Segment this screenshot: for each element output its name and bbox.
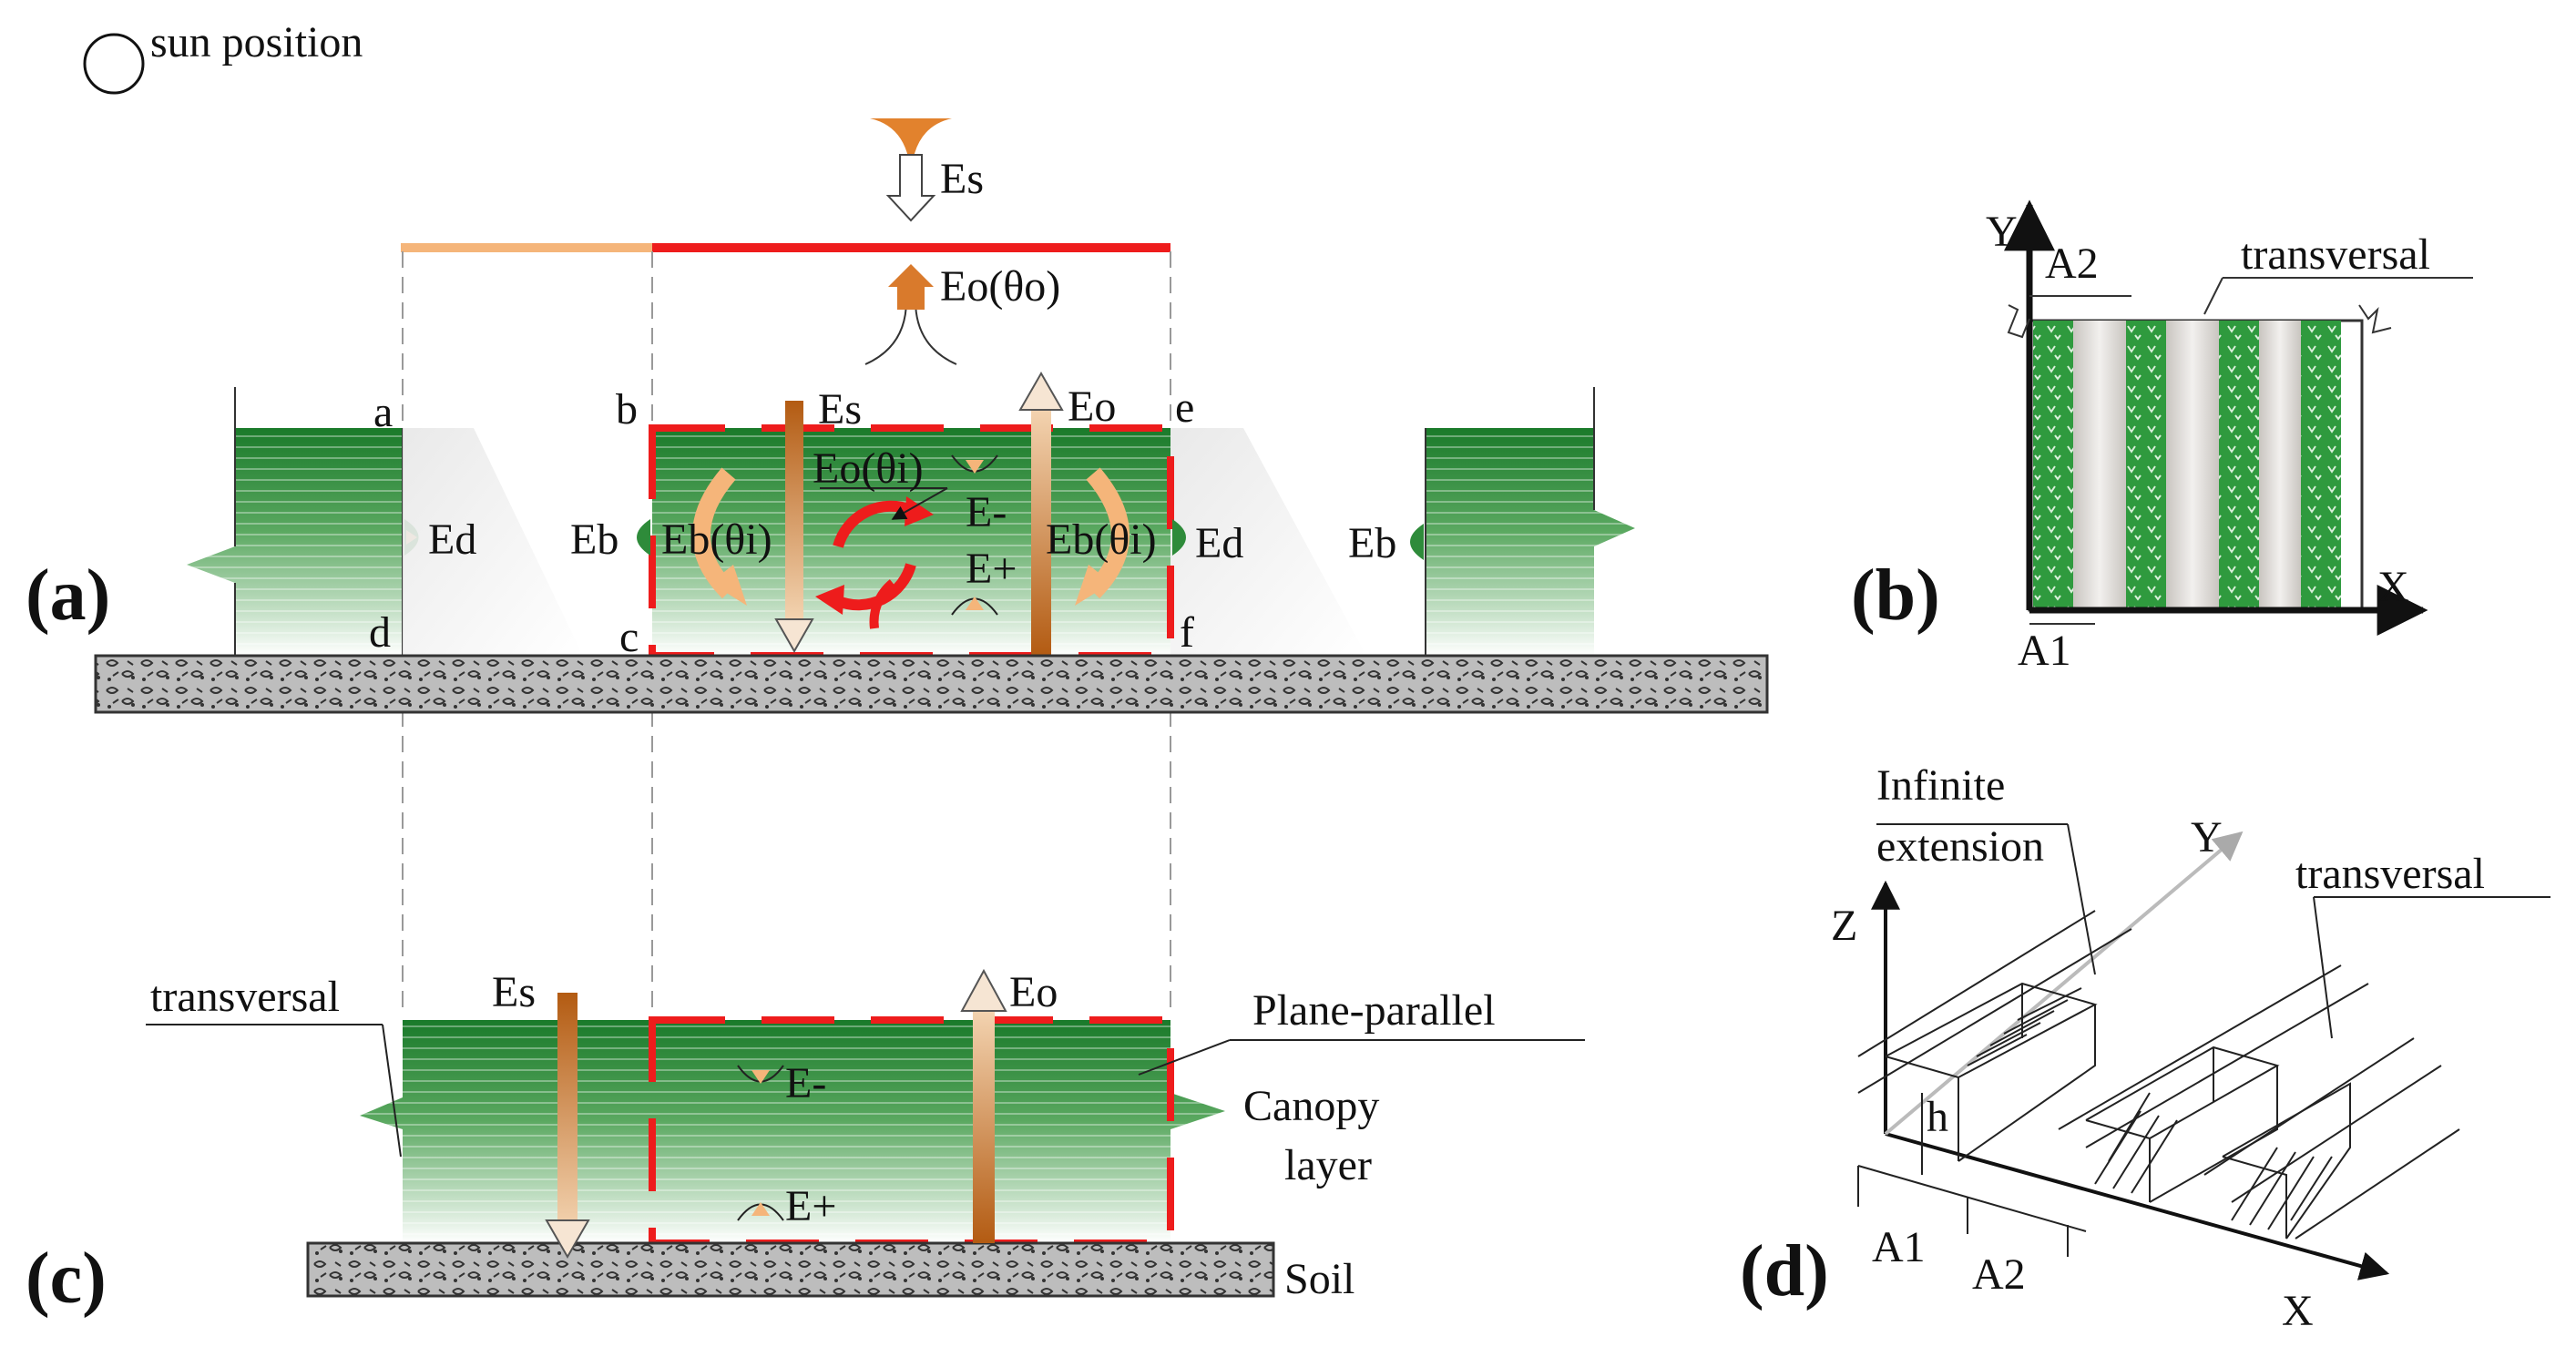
x-axis-label-b: X	[2377, 563, 2409, 611]
infinite-label: Infinite	[1876, 761, 2005, 810]
canopy-block-center	[637, 424, 1186, 659]
ed-left-label: Ed	[428, 515, 476, 564]
soil-label: Soil	[1284, 1255, 1354, 1303]
corner-b: b	[616, 385, 638, 434]
outgoing-eo-funnel: Eo(θo)	[864, 262, 1060, 365]
transversal-label-b: transversal	[2241, 230, 2430, 279]
corner-e: e	[1175, 383, 1194, 432]
incoming-solar-funnel: Es	[870, 118, 984, 222]
sun-legend: sun position	[83, 18, 363, 95]
panel-c-label: (c)	[26, 1239, 107, 1319]
eo-arrow-c	[973, 1011, 995, 1243]
y-axis-label-b: Y	[1986, 208, 2018, 256]
corner-d: d	[369, 608, 391, 657]
layer-label: layer	[1284, 1141, 1372, 1189]
row-strip	[2219, 321, 2259, 610]
incoming-es-label: Es	[940, 155, 984, 203]
outgoing-eo-theta-label: Eo(θo)	[940, 262, 1060, 311]
eo-label-c: Eo	[1009, 968, 1058, 1016]
corner-f: f	[1180, 608, 1194, 657]
y-axis-label-d: Y	[2191, 813, 2223, 862]
z-axis-label-d: Z	[1831, 902, 1857, 950]
es-arrow-c	[557, 993, 578, 1229]
row-blocks-3d	[1857, 910, 2460, 1239]
panel-a: Es Eo(θo)	[26, 118, 1769, 1011]
corner-c: c	[619, 613, 639, 661]
panel-b-label: (b)	[1851, 556, 1940, 636]
row-strip	[2126, 321, 2166, 610]
x-axis-d	[1885, 1132, 2390, 1280]
h-label-d: h	[1927, 1093, 1948, 1141]
es-label-c: Es	[492, 968, 536, 1016]
soil-c	[306, 1241, 1275, 1298]
a1-label-d: A1	[1872, 1223, 1926, 1271]
panel-a-label: (a)	[26, 556, 110, 636]
e-plus-label-a: E+	[966, 545, 1017, 593]
eb-left-out-label: Eb	[570, 515, 618, 564]
e-plus-label-c: E+	[785, 1182, 836, 1230]
panel-d-label: (d)	[1740, 1231, 1829, 1311]
shadow-right	[1170, 428, 1366, 656]
panel-c: (c) transversal Es Eo E- E+ Plane-parall…	[26, 968, 1585, 1319]
a2-label-b: A2	[2045, 240, 2099, 288]
ed-right-label: Ed	[1195, 519, 1243, 567]
corner-a: a	[373, 388, 393, 436]
y-axis-d	[1884, 831, 2244, 1136]
eo-theta-i-label: Eo(θi)	[813, 444, 924, 493]
e-minus-label-c: E-	[785, 1059, 826, 1107]
soil-a	[94, 654, 1769, 714]
guide-lines	[402, 251, 1171, 1011]
a1-label-b: A1	[2018, 627, 2071, 675]
transversal-label-c: transversal	[150, 973, 340, 1021]
canopy-block-left	[187, 387, 419, 656]
shadow-left	[403, 428, 583, 656]
sun-icon	[83, 33, 145, 95]
eb-right-in-label: Eb(θi)	[1046, 515, 1157, 564]
eo-arrow-a	[1031, 410, 1051, 656]
extension-label: extension	[1876, 822, 2044, 871]
eb-right-out-label: Eb	[1348, 519, 1396, 567]
sun-label: sun position	[150, 18, 363, 66]
es-arrow-a	[785, 401, 803, 619]
panel-d: Infinite extension Y Z transversal h A1 …	[1740, 761, 2550, 1335]
e-minus-label-a: E-	[966, 488, 1007, 536]
eo-label-a: Eo	[1068, 383, 1116, 431]
eb-left-in-label: Eb(θi)	[661, 515, 772, 564]
canopy-block-right	[1410, 387, 1635, 656]
x-axis-label-d: X	[2282, 1287, 2314, 1335]
row-strip	[2033, 321, 2073, 610]
es-label-a: Es	[818, 385, 862, 434]
plane-parallel-label: Plane-parallel	[1252, 986, 1496, 1035]
transversal-label-d: transversal	[2295, 850, 2485, 898]
panel-b: Y X A2 A1 transversal (b)	[1851, 199, 2473, 675]
canopy-label: Canopy	[1243, 1082, 1379, 1130]
a2-label-d: A2	[1972, 1250, 2026, 1299]
row-strip	[2301, 321, 2341, 610]
